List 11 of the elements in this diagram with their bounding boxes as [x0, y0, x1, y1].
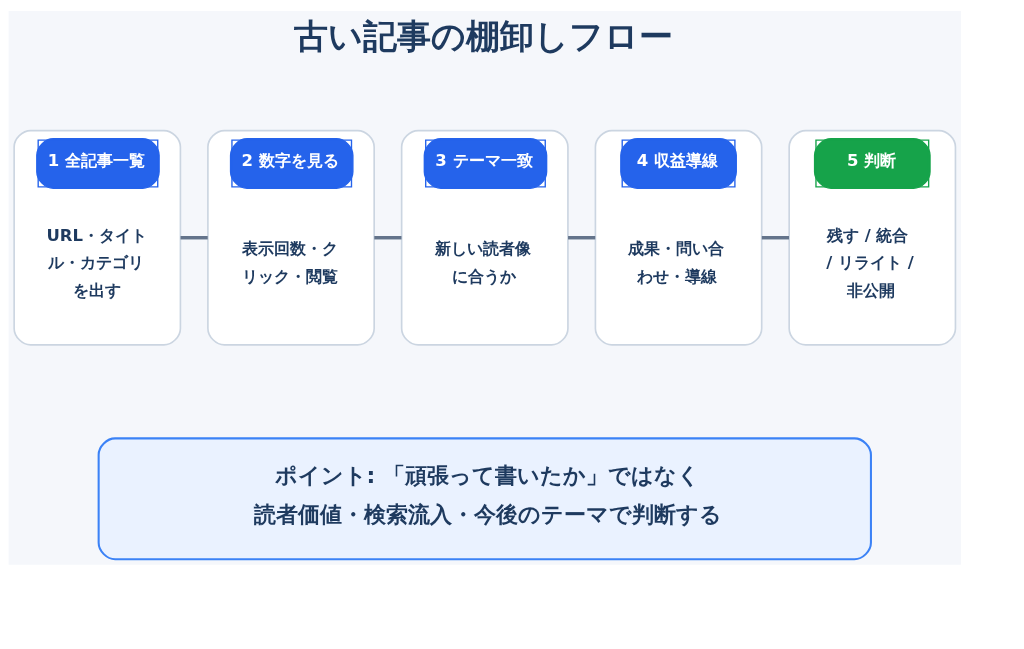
node-box: 5 判断 残す / 統合 / リライト / 非公開	[788, 129, 957, 346]
node-box: 2 数字を見る 表示回数・クリック・閲覧	[207, 129, 375, 346]
node-box: 1 全記事一覧 URL・タイトル・カテゴリを出す	[13, 129, 182, 346]
connector	[568, 235, 596, 239]
node-box: 4 収益導線 成果・問い合わせ・導線	[594, 129, 763, 346]
connector	[761, 235, 789, 239]
diagram-title: 古い記事の棚卸しフロー	[294, 15, 674, 56]
connector	[374, 235, 402, 239]
connector	[180, 235, 208, 239]
node-box: 3 テーマ一致 新しい読者像に合うか	[400, 129, 569, 346]
node-box: ポイント: 「頑張って書いたか」ではなく読者価値・検索流入・今後のテーマで判断する	[97, 436, 872, 560]
